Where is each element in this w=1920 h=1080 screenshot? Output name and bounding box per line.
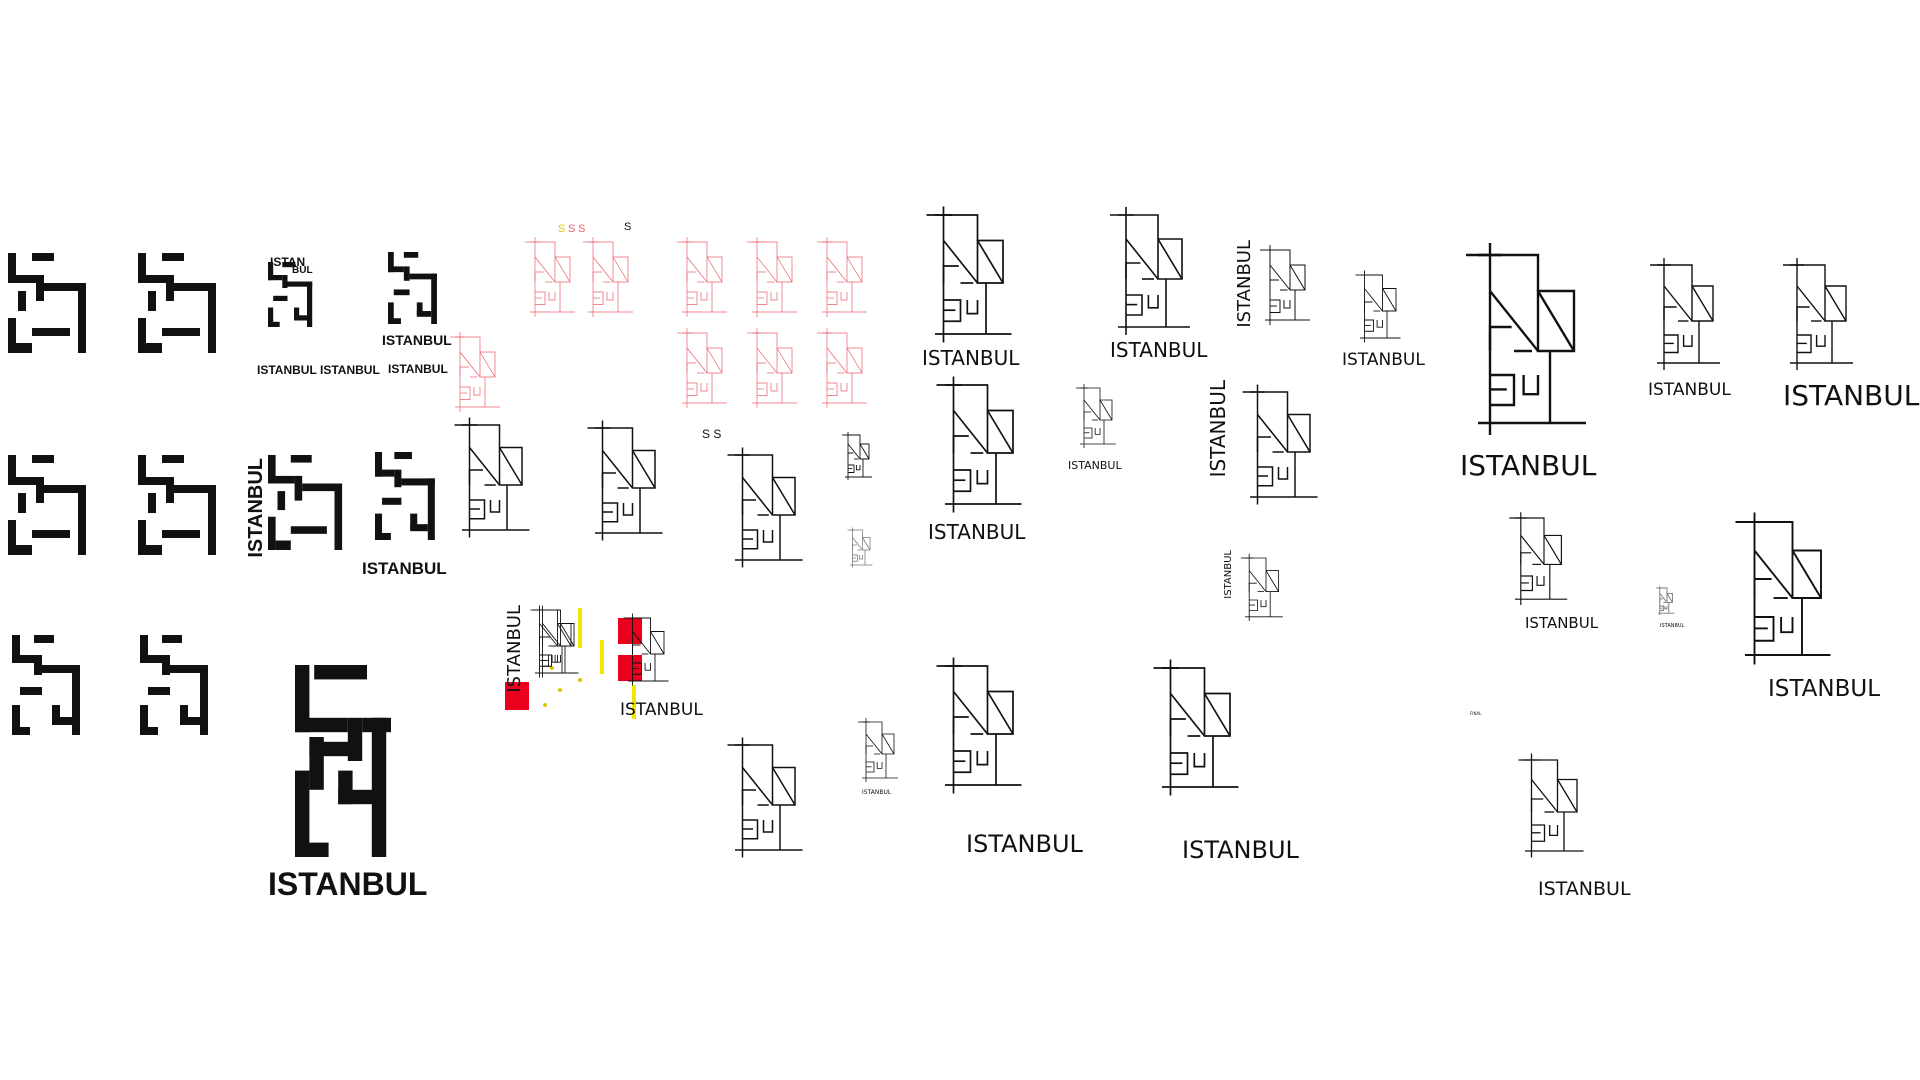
wordmark-tiny-1: ISTANBUL <box>1068 459 1122 472</box>
wordmark-thin-13: ISTANBUL <box>1538 878 1631 900</box>
wordmark-small-1: ISTANBUL <box>257 363 317 377</box>
wordmark-small-2: ISTANBUL <box>320 363 380 377</box>
wordmark-vertical-5: ISTANBUL <box>1223 550 1234 599</box>
wordmark-small-3: ISTANBUL <box>388 362 448 376</box>
sketch-s-black: S <box>624 221 632 233</box>
wordmark-stacked-top: ISTAN <box>270 255 306 269</box>
wordmark-medium-1: ISTANBUL <box>382 332 452 348</box>
wordmark-thin-2: ISTANBUL <box>922 346 1020 370</box>
wordmark-large: ISTANBUL <box>268 866 428 902</box>
sketch-s-red: S <box>568 223 576 235</box>
wordmark-thin-7: ISTANBUL <box>1182 836 1299 864</box>
wordmark-vertical-2: ISTANBUL <box>504 605 525 693</box>
wordmark-thin-12: ISTANBUL <box>1768 676 1881 702</box>
wordmark-stacked-bottom: BUL <box>292 265 313 276</box>
wordmark-thin-5: ISTANBUL <box>928 520 1026 544</box>
wordmark-thin-9: ISTANBUL <box>1648 380 1731 400</box>
final-label: FINAL <box>1470 711 1482 716</box>
wordmark-thin-8: ISTANBUL <box>1460 449 1597 482</box>
wordmark-tiny-2: ISTANBUL <box>862 789 892 796</box>
wordmark-tiny-3: ISTANBUL <box>1660 623 1685 629</box>
wordmark-vertical-3: ISTANBUL <box>1234 240 1255 328</box>
wordmark-vertical-4: ISTANBUL <box>1206 380 1230 478</box>
wordmark-thin-6: ISTANBUL <box>966 830 1083 858</box>
sketch-s-red-2: S <box>578 223 586 235</box>
wordmark-vertical-1: ISTANBUL <box>245 458 267 558</box>
wordmark-thin-11: ISTANBUL <box>1525 614 1599 632</box>
wordmark-medium-2: ISTANBUL <box>362 559 447 578</box>
wordmark-thin-3: ISTANBUL <box>1110 338 1208 362</box>
wordmark-thin-10: ISTANBUL <box>1783 379 1920 412</box>
wordmark-thin-1: ISTANBUL <box>620 700 703 720</box>
sketch-s-yellow: S <box>558 223 566 235</box>
wordmark-thin-4: ISTANBUL <box>1342 350 1425 370</box>
mini-ss: S S <box>702 427 722 441</box>
